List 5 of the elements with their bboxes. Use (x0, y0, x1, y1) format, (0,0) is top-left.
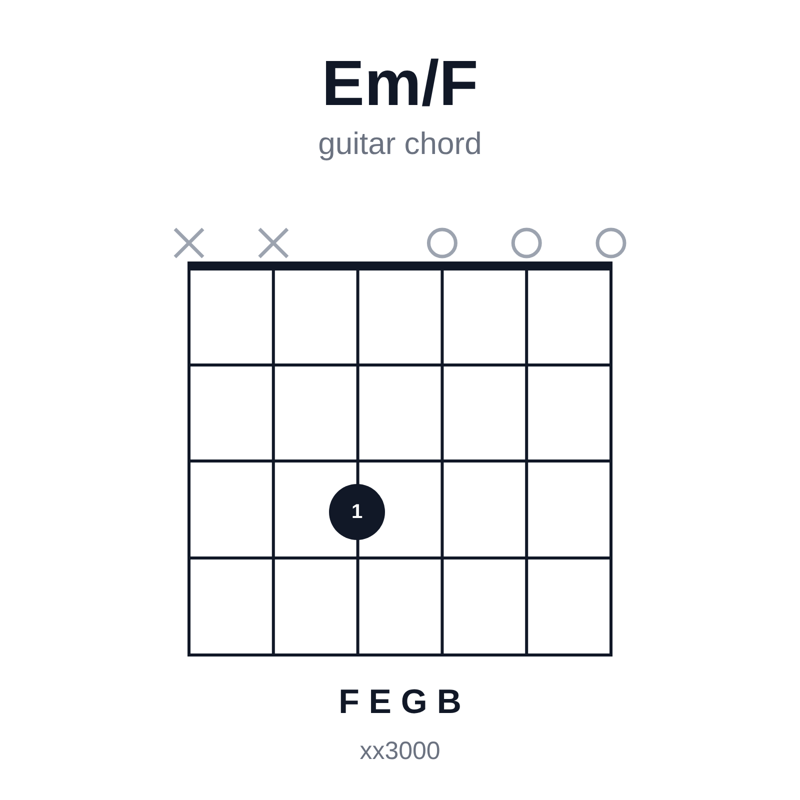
subtitle: guitar chord (317, 126, 483, 162)
finger-dot: 1 (329, 484, 385, 540)
chord-title: Em/F (320, 46, 480, 120)
fingering-code: xx3000 (358, 737, 442, 766)
note-names: F E G B (338, 683, 462, 722)
